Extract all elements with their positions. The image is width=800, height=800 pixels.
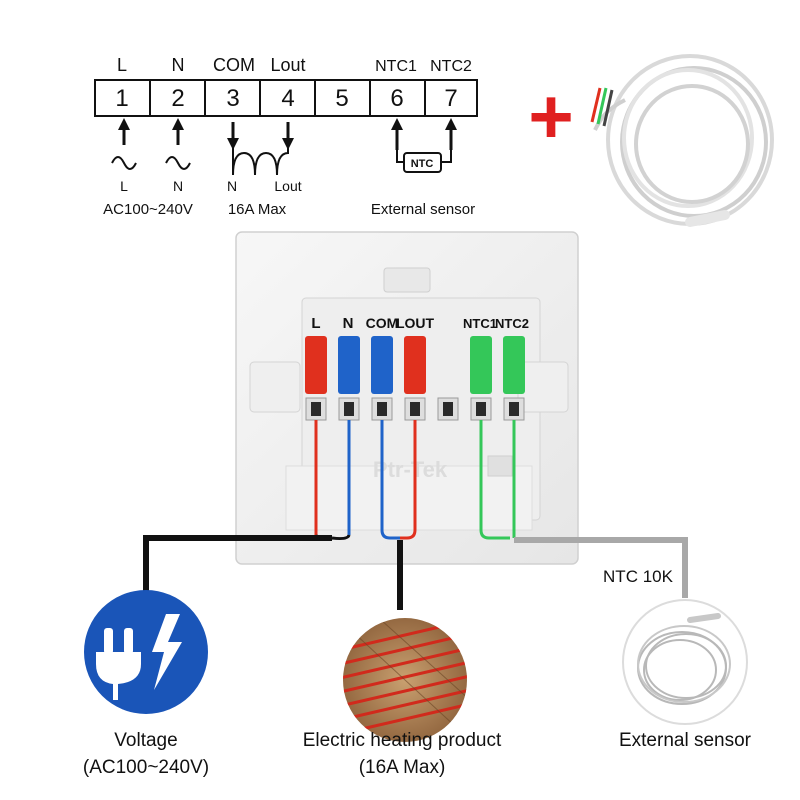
wire-lout — [400, 420, 417, 540]
thermostat-back-panel: Ptr-Tek L N COM LOUT NTC1 NTC2 — [235, 231, 579, 565]
caption-voltage-title: Voltage — [114, 730, 178, 751]
wire-ntc1 — [479, 420, 510, 540]
sensor-label: External sensor — [371, 201, 475, 218]
terminal-strip: L N COM Lout NTC1 NTC2 1 2 3 4 5 6 7 — [94, 55, 478, 218]
strip-header-lout: Lout — [270, 55, 305, 75]
panel-label-lout: LOUT — [396, 315, 435, 331]
terminal-tab-ntc1 — [470, 336, 492, 394]
terminal-slot-holes — [311, 402, 519, 416]
caption-heating: Electric heating product (16A Max) — [262, 727, 542, 781]
heater-current-label: 16A Max — [228, 201, 287, 218]
caption-heating-title: Electric heating product — [302, 730, 502, 751]
terminal-tab-com — [371, 336, 393, 394]
ntc-box — [403, 152, 442, 173]
ntc-10k-label: NTC 10K — [603, 567, 674, 586]
terminal-number-7: 7 — [444, 85, 457, 112]
connection-arrows — [118, 118, 457, 150]
strip-header-ntc2: NTC2 — [430, 58, 472, 75]
ntc-loop — [396, 150, 452, 163]
panel-watermark: Ptr-Tek — [373, 457, 448, 482]
heater-coil-icon — [232, 148, 289, 176]
strip-header-l: L — [117, 55, 127, 75]
wires — [143, 420, 688, 610]
terminal-strip-box — [94, 79, 478, 117]
wire-sensor-grey — [514, 537, 688, 598]
caption-voltage: Voltage (AC100~240V) — [46, 727, 246, 781]
caption-heating-current: (16A Max) — [358, 757, 446, 778]
ac-symbol-n-icon — [165, 156, 191, 170]
terminal-number-5: 5 — [335, 85, 348, 112]
power-label-l: L — [120, 178, 128, 194]
caption-sensor: External sensor — [590, 727, 780, 754]
strip-header-ntc1: NTC1 — [375, 58, 417, 75]
heater-label-n: N — [227, 178, 237, 194]
heater-label-lout: Lout — [274, 178, 301, 194]
caption-voltage-range: (AC100~240V) — [82, 757, 210, 778]
ac-symbol-l-icon — [111, 156, 137, 170]
heating-floor-icon — [343, 618, 467, 742]
terminal-tab-l — [305, 336, 327, 394]
strip-header-n: N — [172, 55, 185, 75]
plus-sign: + — [528, 72, 574, 160]
plug-lightning-icon — [84, 590, 208, 714]
caption-sensor-title: External sensor — [618, 730, 751, 751]
strip-header-com: COM — [213, 55, 255, 75]
panel-label-com: COM — [366, 315, 399, 331]
terminal-tab-ntc2 — [503, 336, 525, 394]
sensor-cable-icon — [590, 54, 774, 227]
terminal-number-6: 6 — [390, 85, 403, 112]
panel-label-ntc1: NTC1 — [463, 316, 497, 331]
wire-power-black — [143, 535, 332, 592]
terminal-number-1: 1 — [115, 85, 128, 112]
panel-label-l: L — [311, 315, 320, 332]
terminal-number-3: 3 — [226, 85, 239, 112]
panel-label-n: N — [343, 315, 354, 332]
power-label-n: N — [173, 178, 183, 194]
terminal-tab-lout — [404, 336, 426, 394]
terminal-dividers — [149, 80, 426, 116]
terminal-number-4: 4 — [281, 85, 294, 112]
wire-com — [380, 420, 400, 540]
terminal-number-2: 2 — [171, 85, 184, 112]
panel-label-ntc2: NTC2 — [495, 316, 529, 331]
ntc-box-label: NTC — [411, 158, 434, 170]
power-voltage-label: AC100~240V — [103, 201, 193, 218]
sensor-coil-icon — [622, 599, 748, 725]
terminal-tab-n — [338, 336, 360, 394]
